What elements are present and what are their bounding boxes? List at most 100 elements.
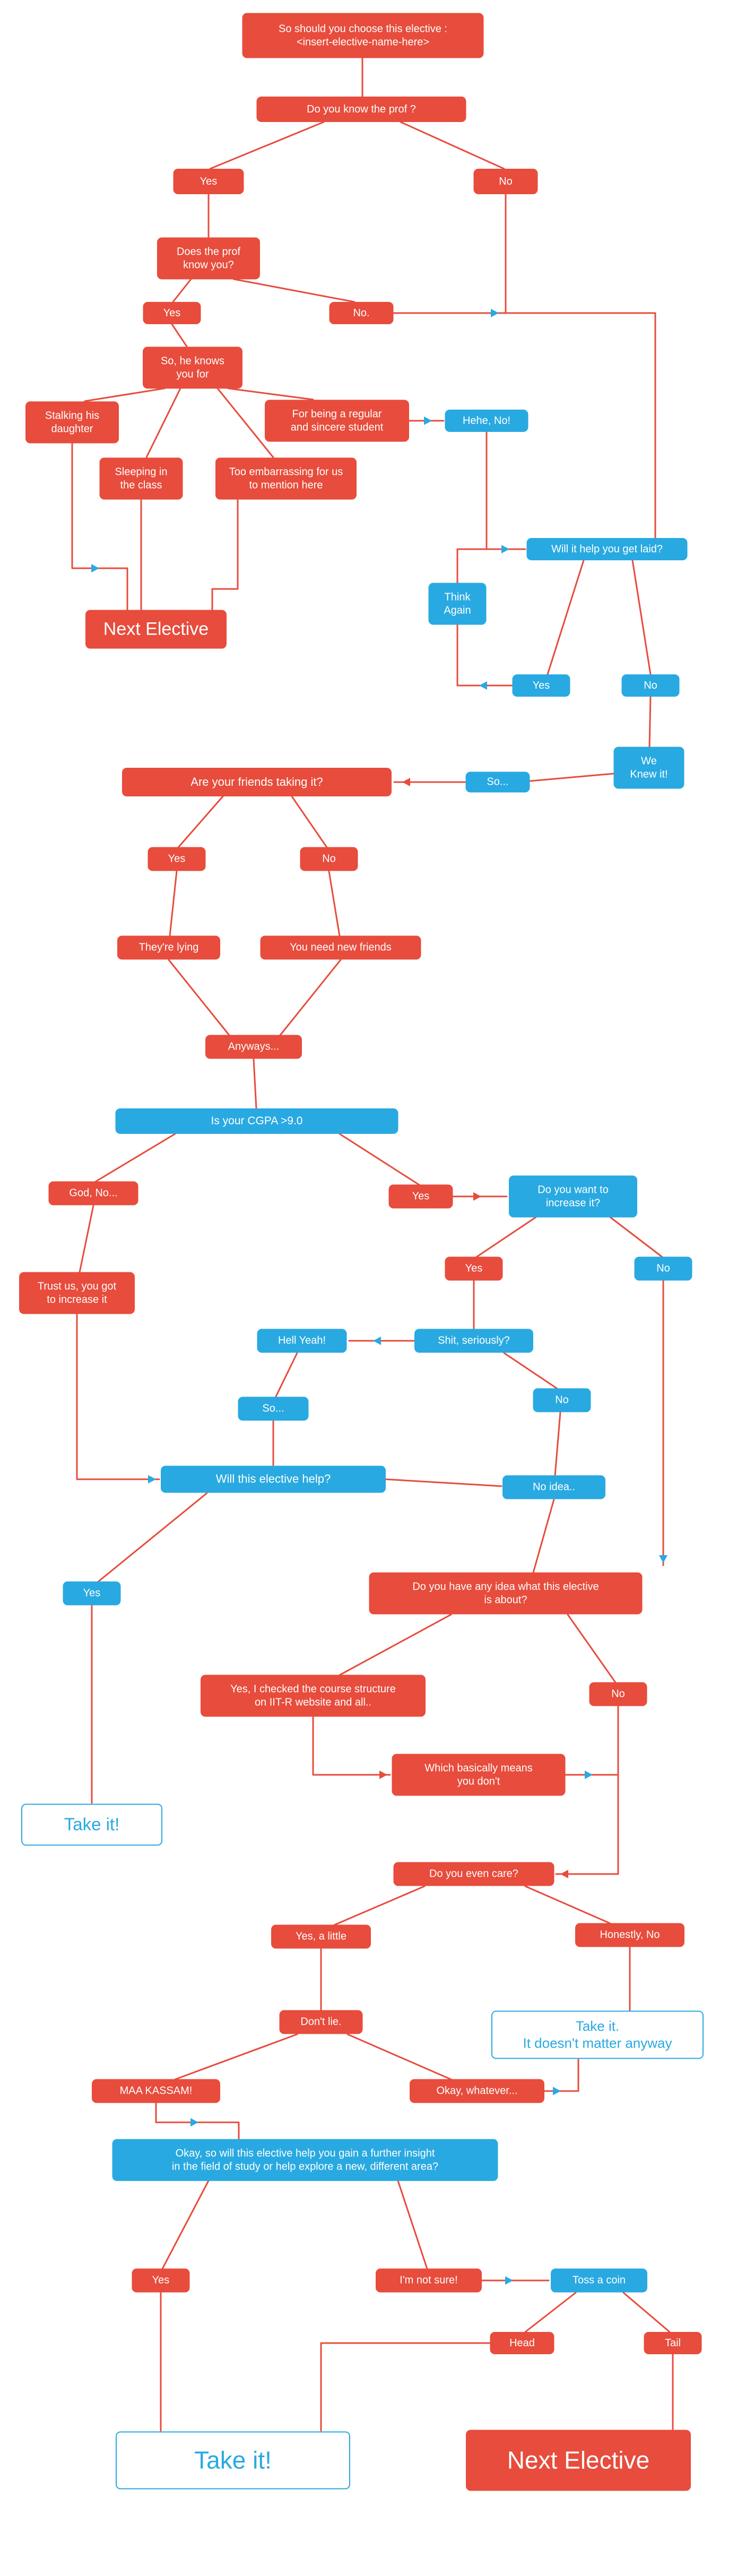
node-cgpa: Is your CGPA >9.0 <box>115 1108 398 1134</box>
node-seriously-no: No <box>533 1388 591 1412</box>
arrowhead-right-0 <box>491 309 499 317</box>
edge-52 <box>312 1716 391 1776</box>
node-okay-whatever: Okay, whatever... <box>410 2079 544 2103</box>
edge-45 <box>385 1478 502 1487</box>
arrowhead-right-1 <box>424 417 432 425</box>
node-so-2: So... <box>238 1397 309 1421</box>
node-prof-know-you: Does the prof know you? <box>157 237 260 280</box>
edge-31 <box>253 1058 257 1109</box>
edge-41 <box>275 1352 298 1398</box>
edge-17 <box>485 431 526 550</box>
node-take-it-2: Take it. It doesn't matter anyway <box>491 2010 704 2059</box>
edge-19 <box>547 559 585 675</box>
edge-21 <box>456 623 514 687</box>
node-head: Head <box>490 2332 554 2354</box>
arrowhead-left-7 <box>373 1337 381 1345</box>
edge-30 <box>279 959 342 1036</box>
edge-43 <box>503 1352 558 1390</box>
node-honestly-no: Honestly, No <box>575 1923 684 1947</box>
node-friends-no: No <box>300 847 358 871</box>
node-take-it-1: Take it! <box>21 1803 162 1846</box>
edge-32 <box>94 1133 176 1183</box>
node-theyre-lying: They're lying <box>117 935 220 960</box>
arrowhead-left-5 <box>402 778 410 786</box>
edge-6 <box>172 278 192 303</box>
node-next-elective-2: Next Elective <box>466 2430 691 2491</box>
node-so-1: So... <box>465 771 530 793</box>
arrowhead-right-13 <box>553 2087 561 2095</box>
node-stalking: Stalking his daughter <box>25 401 119 444</box>
arrowhead-right-15 <box>505 2276 513 2285</box>
edge-26 <box>291 795 328 848</box>
edge-48 <box>97 1492 208 1583</box>
node-maa-kassam: MAA KASSAM! <box>92 2079 220 2103</box>
arrowhead-right-6 <box>473 1192 481 1201</box>
node-toss-coin: Toss a coin <box>551 2268 647 2293</box>
edge-22 <box>648 696 652 748</box>
node-hehe-no: Hehe, No! <box>445 410 528 432</box>
node-no-prof-knows: No. <box>329 302 394 324</box>
node-cgpa-yes: Yes <box>388 1184 453 1209</box>
node-hell-yeah: Hell Yeah! <box>257 1329 347 1353</box>
arrowhead-left-4 <box>479 681 487 690</box>
edge-50 <box>339 1614 452 1676</box>
edge-2 <box>400 121 505 170</box>
node-shit-seriously: Shit, seriously? <box>414 1329 533 1353</box>
node-knows-you-for: So, he knows you for <box>143 346 242 389</box>
edge-61 <box>543 2059 579 2092</box>
arrowhead-right-10 <box>379 1771 387 1779</box>
node-any-idea: Do you have any idea what this elective … <box>369 1572 643 1615</box>
edge-68 <box>320 2342 491 2432</box>
node-we-knew-it: We Knew it! <box>613 747 684 789</box>
node-increase-yes: Yes <box>445 1256 503 1281</box>
arrowhead-right-3 <box>501 545 509 553</box>
edge-5 <box>393 312 656 539</box>
node-laid-no: No <box>621 674 680 697</box>
node-help-yes: Yes <box>63 1581 121 1606</box>
edge-47 <box>532 1498 555 1574</box>
edge-23 <box>529 773 615 782</box>
edge-20 <box>631 559 652 675</box>
edge-51 <box>567 1614 617 1684</box>
node-title: So should you choose this elective : <in… <box>242 13 484 58</box>
node-friends-taking: Are your friends taking it? <box>122 768 392 796</box>
edge-9 <box>84 387 166 402</box>
node-even-care: Do you even care? <box>393 1862 554 1886</box>
node-insight: Okay, so will this elective help you gai… <box>112 2139 498 2181</box>
edge-29 <box>168 959 230 1036</box>
edge-35 <box>79 1204 94 1273</box>
node-think-again: Think Again <box>428 583 487 625</box>
edge-10 <box>227 387 314 401</box>
edge-25 <box>177 795 224 848</box>
edge-7 <box>232 278 356 303</box>
edge-62 <box>155 2102 240 2140</box>
edge-56 <box>524 1885 611 1924</box>
node-friends-yes: Yes <box>148 847 206 871</box>
edge-27 <box>169 870 178 937</box>
edge-14 <box>71 442 128 611</box>
edge-37 <box>475 1216 537 1258</box>
node-take-it-3: Take it! <box>116 2431 350 2490</box>
node-checked-course: Yes, I checked the course structure on I… <box>201 1675 426 1717</box>
arrowhead-right-11 <box>585 1771 593 1779</box>
edge-38 <box>609 1216 663 1258</box>
node-elective-help: Will this elective help? <box>161 1465 386 1493</box>
edge-44 <box>554 1411 561 1477</box>
node-tail: Tail <box>644 2332 702 2354</box>
node-increase-no: No <box>634 1256 692 1281</box>
node-no-idea: No idea.. <box>502 1475 605 1499</box>
node-increase-it: Do you want to increase it? <box>509 1175 637 1218</box>
node-embarrassing: Too embarrassing for us to mention here <box>215 457 357 500</box>
node-trust-us: Trust us, you got to increase it <box>19 1272 135 1314</box>
edge-11 <box>145 387 181 458</box>
edge-28 <box>328 870 341 937</box>
arrowhead-right-8 <box>148 1475 156 1484</box>
arrowhead-right-2 <box>91 564 99 573</box>
edge-58 <box>174 2033 298 2080</box>
edge-36 <box>76 1313 160 1480</box>
edge-33 <box>339 1133 420 1186</box>
node-care-yes: Yes, a little <box>271 1924 371 1949</box>
node-regular-student: For being a regular and sincere student <box>265 400 409 442</box>
node-next-elective-1: Next Elective <box>85 610 227 649</box>
